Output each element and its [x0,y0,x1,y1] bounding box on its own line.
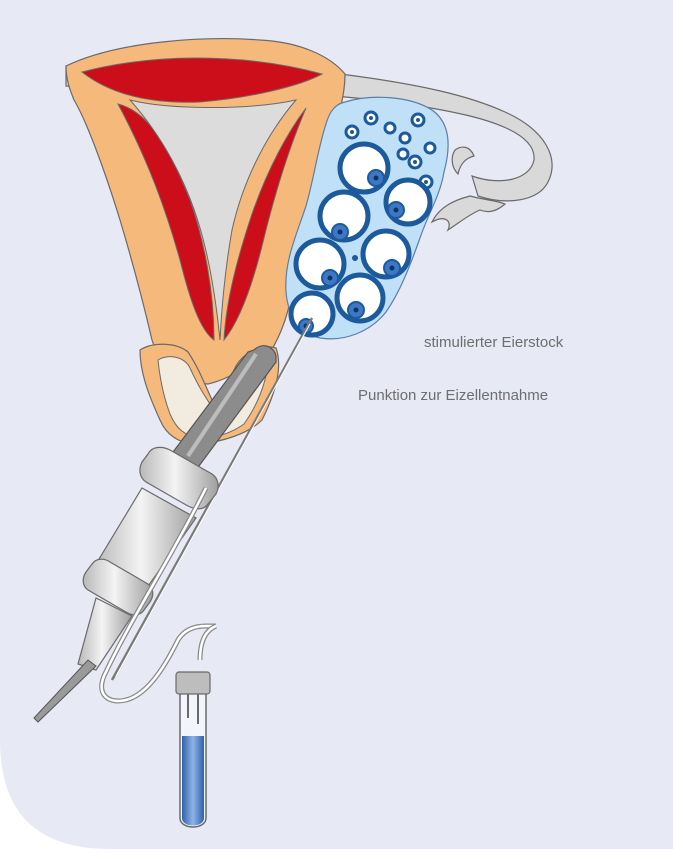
test-tube-fluid [182,736,204,826]
follicle [340,144,388,192]
follicle [291,293,333,335]
follicle [296,240,344,288]
follicle [337,275,383,321]
ovary-label: stimulierter Eierstock [424,334,563,351]
puncture-label: Punktion zur Eizellentnahme [358,387,548,404]
follicle [320,192,368,240]
follicle [386,180,430,224]
follicle [363,231,409,277]
test-tube-stopper [176,672,210,694]
